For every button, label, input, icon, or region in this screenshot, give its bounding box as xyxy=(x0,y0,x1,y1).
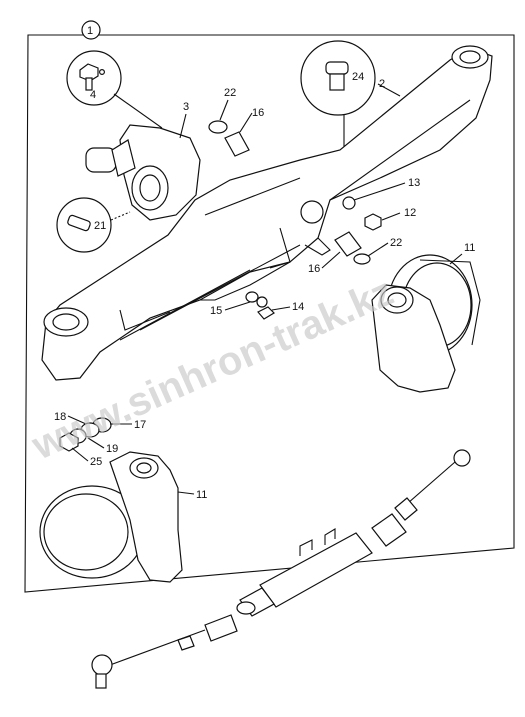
svg-text:11: 11 xyxy=(464,242,475,254)
svg-text:16: 16 xyxy=(252,107,264,119)
bolt-14-washer-15: 15 14 xyxy=(210,291,304,320)
bushing-16-upper: 22 16 xyxy=(208,87,264,157)
svg-text:13: 13 xyxy=(408,177,420,189)
svg-text:22: 22 xyxy=(224,87,236,99)
svg-text:15: 15 xyxy=(210,305,222,317)
callout-1: 1 xyxy=(81,20,101,40)
svg-text:14: 14 xyxy=(292,301,304,313)
callouts-beam: 2 13 12 xyxy=(353,78,420,231)
svg-text:19: 19 xyxy=(106,443,118,455)
svg-text:22: 22 xyxy=(390,237,402,249)
svg-text:4: 4 xyxy=(90,89,96,101)
detail-pin-21: 21 xyxy=(56,197,131,253)
detail-bolt-24: 24 xyxy=(300,40,376,150)
svg-text:18: 18 xyxy=(54,411,66,423)
svg-text:2: 2 xyxy=(379,78,385,90)
svg-text:16: 16 xyxy=(308,263,320,275)
svg-text:12: 12 xyxy=(404,207,416,219)
svg-text:21: 21 xyxy=(94,220,106,232)
svg-text:3: 3 xyxy=(183,101,189,113)
frame-panel xyxy=(24,34,515,593)
svg-text:24: 24 xyxy=(352,71,364,83)
svg-text:25: 25 xyxy=(90,456,102,468)
hub-11-right: 11 xyxy=(371,242,481,393)
svg-text:11: 11 xyxy=(196,489,207,501)
detail-bolt-4: 4 xyxy=(66,50,163,129)
steering-ram xyxy=(91,449,471,689)
seals-group: 18 17 19 25 xyxy=(54,411,146,468)
axle-beam xyxy=(41,45,493,381)
bushing-16-lower: 22 16 xyxy=(308,231,402,275)
pivot-housing-3: 3 xyxy=(85,101,201,221)
svg-text:17: 17 xyxy=(134,419,146,431)
svg-text:1: 1 xyxy=(87,25,93,37)
hub-11-left: 11 xyxy=(39,451,207,583)
